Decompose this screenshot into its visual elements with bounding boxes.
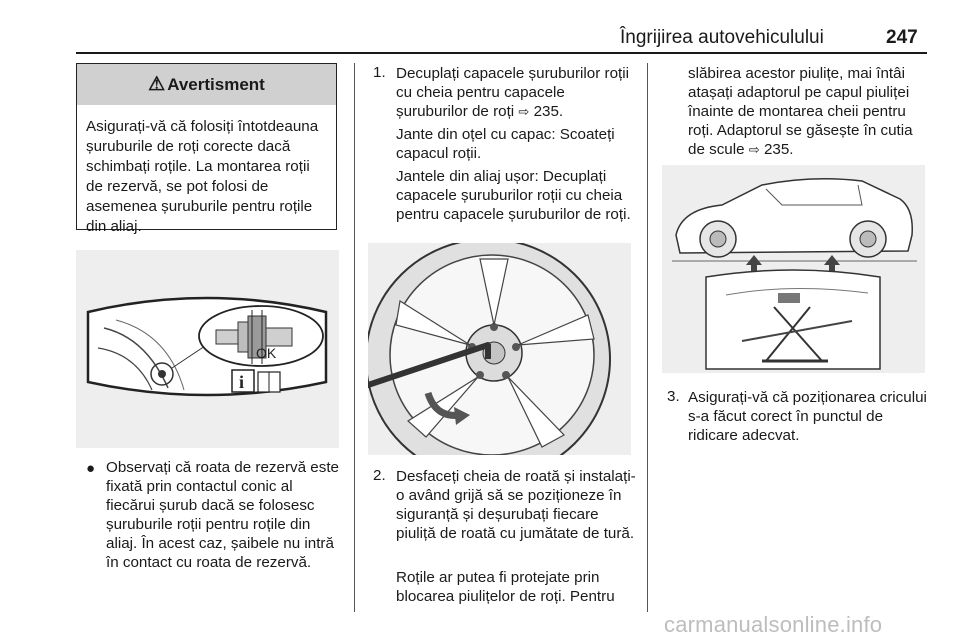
wheel-bolt-figure: OK i — [76, 250, 339, 448]
page-reference-arrow-icon: ⇨ — [748, 142, 760, 157]
bullet-marker: ● — [86, 460, 96, 477]
section-title: Îngrijirea autovehiculului — [620, 27, 824, 48]
wheel-cap-figure — [365, 238, 631, 480]
step-3-text: Asigurați-vă că poziționarea cricului s-… — [688, 389, 927, 444]
step-2-text: Desfaceți cheia de roată și instalați-o … — [396, 468, 636, 542]
adapter-text-main: slăbirea acestor piulițe, mai întâi ataș… — [688, 65, 913, 158]
column-divider-1 — [354, 63, 355, 612]
warning-text: Asigurați-vă că folosiți întotdeauna șur… — [86, 118, 319, 235]
info-symbol: i — [239, 372, 244, 392]
step-1-page-ref: 235. — [533, 103, 564, 120]
adapter-page-ref: 235. — [763, 141, 794, 158]
car-jack-illustration — [672, 178, 917, 370]
jack-position-figure — [662, 165, 925, 373]
bullet-text: Observați că roata de rezervă este fixat… — [106, 459, 339, 571]
step-2-number: 2. — [373, 467, 386, 484]
steel-rim-text: Jante din oțel cu capac: Scoateți capacu… — [396, 126, 615, 162]
watermark: carmanualsonline.info — [664, 612, 883, 637]
wheel-cap-illustration — [365, 238, 611, 480]
adapter-text: slăbirea acestor piulițe, mai întâi ataș… — [688, 64, 932, 159]
step-3-number: 3. — [667, 388, 680, 405]
warning-header: ⚠ Avertisment — [77, 64, 336, 105]
wheel-bolt-illustration: OK i — [86, 296, 328, 397]
step-1-number: 1. — [373, 64, 386, 81]
warning-triangle-icon: ⚠ — [148, 74, 166, 95]
warning-box: ⚠ Avertisment Asigurați-vă că folosiți î… — [76, 63, 337, 235]
page-reference-arrow-icon: ⇨ — [518, 104, 530, 119]
alloy-rim-text: Jantele din aliaj ușor: Decuplați capace… — [396, 168, 631, 223]
header-rule — [76, 52, 927, 54]
warning-title: Avertisment — [167, 74, 265, 94]
locking-nut-text: Roțile ar putea fi protejate prin blocar… — [396, 569, 615, 605]
step-1-text: Decuplați capacele șuruburilor roții cu … — [396, 64, 640, 121]
ok-label: OK — [256, 345, 277, 361]
step-1-text-main: Decuplați capacele șuruburilor roții cu … — [396, 65, 629, 120]
page-number: 247 — [886, 27, 918, 48]
column-divider-2 — [647, 63, 648, 612]
